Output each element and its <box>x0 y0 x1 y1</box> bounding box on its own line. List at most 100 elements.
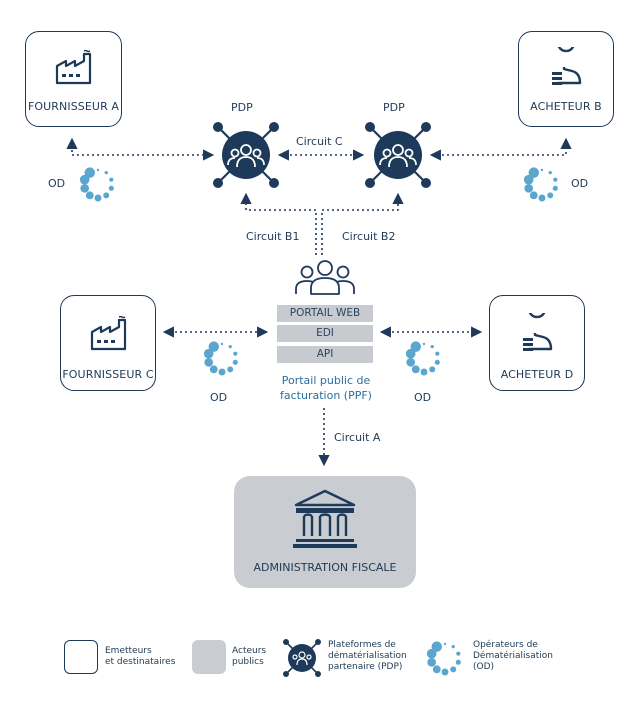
ppf-edi: EDI <box>277 325 373 342</box>
od-spinner-dot <box>422 342 426 346</box>
od-spinner-dot <box>456 651 461 656</box>
od-spinner-dot <box>529 191 538 200</box>
od-spinner-dot <box>405 348 416 359</box>
administration-fiscale-label: ADMINISTRATION FISCALE <box>253 561 397 574</box>
od-spinner-dot <box>553 177 558 182</box>
legend-od-icon <box>426 641 461 676</box>
od-spinner-dot <box>84 167 96 178</box>
ppf-title-line1: Portail public de <box>281 374 371 387</box>
od-spinner-dot <box>204 357 214 367</box>
od-spinner-dot <box>410 341 422 352</box>
fournisseur-c-label: FOURNISSEUR C <box>62 368 154 381</box>
acheteur-d-label: ACHETEUR D <box>500 368 574 381</box>
od-label-mid-right: OD <box>414 391 432 404</box>
od-label-mid-left: OD <box>210 391 228 404</box>
od-spinner-dot <box>548 171 552 175</box>
od-spinner-dot <box>443 642 447 646</box>
od-spinner-dot <box>450 666 457 673</box>
link-circuit-b2 <box>321 192 404 255</box>
od-spinner-dot <box>429 366 436 373</box>
od-spinner-dot <box>441 668 449 676</box>
pdp-left-label: PDP <box>231 101 253 114</box>
od-spinner-icon <box>405 341 440 376</box>
od-spinner-dot <box>109 177 114 182</box>
od-spinner-dot <box>218 368 226 376</box>
pdp-network-icon <box>213 122 279 188</box>
link-pdp-acheteur-b <box>429 137 572 161</box>
od-spinner-dot <box>411 365 420 374</box>
od-spinner-icon <box>523 167 558 202</box>
od-spinner-dot <box>96 168 100 172</box>
acheteur-b-box: ACHETEUR B <box>518 31 614 127</box>
od-spinner-dot <box>540 168 544 172</box>
acheteur-b-label: ACHETEUR B <box>530 100 602 113</box>
od-spinner-dot <box>209 365 218 374</box>
legend-emetteurs-swatch <box>64 640 98 674</box>
factory-icon <box>55 50 92 85</box>
ppf-title-line2: facturation (PPF) <box>280 389 372 402</box>
od-spinner-dot <box>233 351 238 356</box>
od-spinner-dot <box>203 348 214 359</box>
link-circuit-b1 <box>240 192 317 255</box>
od-spinner-dot <box>80 183 90 193</box>
buyer-icon <box>552 47 582 85</box>
od-spinner-dot <box>208 341 220 352</box>
od-label-top-left: OD <box>48 177 66 190</box>
ppf-api: API <box>277 346 373 363</box>
od-spinner-dot <box>538 194 546 202</box>
od-spinner-dot <box>455 659 461 665</box>
od-spinner-dot <box>220 342 224 346</box>
legend-pdp-icon <box>283 639 321 677</box>
od-spinner-dot <box>430 345 434 349</box>
od-spinner-dot <box>104 171 108 175</box>
legend-acteurs-swatch <box>192 640 226 674</box>
od-spinner-dot <box>406 357 416 367</box>
link-fournisseur-a-pdp <box>66 137 215 161</box>
od-spinner-dot <box>420 368 428 376</box>
od-spinner-dot <box>434 359 440 365</box>
od-spinner-icon <box>79 167 114 202</box>
circuit-b1-label: Circuit B1 <box>246 230 300 243</box>
od-spinner-dot <box>426 648 437 659</box>
circuit-c-label: Circuit C <box>296 135 343 148</box>
government-building-icon <box>293 489 357 548</box>
od-spinner-dot <box>528 167 540 178</box>
factory-icon <box>90 316 127 351</box>
od-spinner-dot <box>523 174 534 185</box>
circuit-a-label: Circuit A <box>334 431 381 444</box>
od-label-top-right: OD <box>571 177 589 190</box>
od-spinner-dot <box>103 192 110 199</box>
acheteur-d-box: ACHETEUR D <box>489 295 585 391</box>
od-spinner-dot <box>524 183 534 193</box>
legend-pdp-text: Plateformes de dématérialisation partena… <box>328 640 407 672</box>
legend-emetteurs-text: Emetteurs et destinataires <box>105 646 176 667</box>
od-spinner-dot <box>85 191 94 200</box>
od-spinner-dot <box>94 194 102 202</box>
od-spinner-icon <box>203 341 238 376</box>
fournisseur-a-box: FOURNISSEUR A <box>25 31 122 127</box>
od-spinner-dot <box>552 185 558 191</box>
od-spinner-dot <box>432 665 441 674</box>
od-spinner-dot <box>431 641 443 652</box>
od-spinner-dot <box>547 192 554 199</box>
od-spinner-dot <box>232 359 238 365</box>
od-spinner-dot <box>427 657 437 667</box>
users-group-icon <box>295 260 355 295</box>
od-spinner-dot <box>228 345 232 349</box>
legend-acteurs-text: Acteurs publics <box>232 646 267 667</box>
pdp-network-icon <box>365 122 431 188</box>
pdp-right-label: PDP <box>383 101 405 114</box>
fournisseur-a-label: FOURNISSEUR A <box>27 100 120 113</box>
buyer-icon <box>523 313 553 351</box>
ppf-title: Portail public de facturation (PPF) <box>268 373 384 403</box>
administration-fiscale-box: ADMINISTRATION FISCALE <box>234 476 416 588</box>
od-spinner-dot <box>227 366 234 373</box>
circuit-b2-label: Circuit B2 <box>342 230 396 243</box>
od-spinner-dot <box>435 351 440 356</box>
legend-od-text: Opérateurs de Dématérialisation (OD) <box>473 640 553 672</box>
od-spinner-dot <box>108 185 114 191</box>
od-spinner-dot <box>79 174 90 185</box>
od-spinner-dot <box>451 645 455 649</box>
fournisseur-c-box: FOURNISSEUR C <box>60 295 156 391</box>
